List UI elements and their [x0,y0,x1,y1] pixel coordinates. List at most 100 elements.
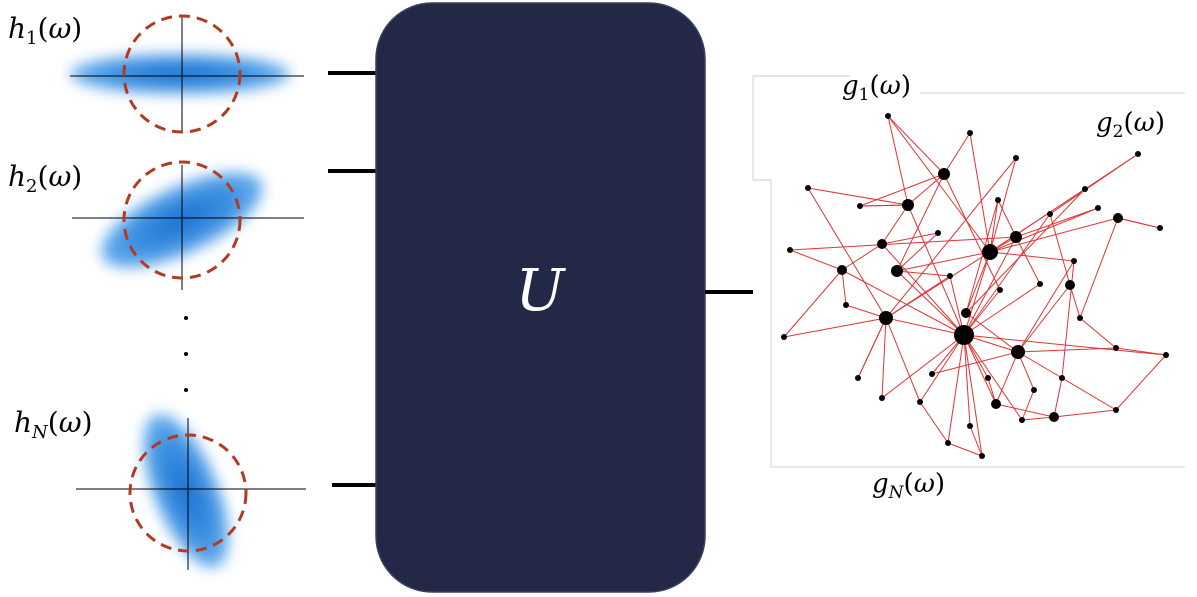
network-edge [1021,389,1035,421]
network-edge [965,312,1019,353]
network-edge [896,270,965,336]
input-state-2: h2(ω) [8,160,304,290]
network-edge [963,213,1051,336]
network-node [1095,205,1101,211]
network-node [997,287,1003,293]
network-edge [1015,207,1099,238]
network-node [1011,345,1025,359]
network-edge [783,269,843,338]
network-edge [845,304,887,319]
network-edge [841,243,883,271]
network-node [1031,387,1037,393]
network-edge [1079,217,1119,319]
network-node [787,247,793,253]
network-edge [881,243,965,336]
vertical-ellipsis [184,316,188,392]
network-node [843,302,849,308]
network-edge [1049,153,1139,215]
network-node [991,399,1001,409]
network-edge [1117,217,1161,229]
network-edge [965,251,991,314]
network-edge [1069,284,1081,319]
network-edge [989,199,999,253]
network-edge [965,188,1086,314]
vacuum-circle-1 [122,14,242,134]
network-edge [963,334,971,427]
network-edge [789,236,1017,251]
network-edge [807,187,909,206]
input-state-N: hN(ω) [14,406,306,570]
network-node [1071,258,1077,264]
network-edge [1017,260,1075,353]
network-edge [949,275,965,336]
network-node [1082,186,1088,192]
network-node [1019,417,1025,423]
network-edge [887,115,991,253]
unitary-box [375,2,706,593]
network-edge [963,251,991,336]
network-edge [859,173,945,207]
network-edge [896,270,951,277]
network-edge [885,317,921,403]
network-edge [885,275,951,319]
network-node [967,130,973,136]
network-edge [896,251,991,272]
network-edge [841,269,847,306]
network-edge [931,351,1019,375]
vacuum-circle-N [128,433,248,553]
network-node [954,325,974,345]
network-node [902,199,914,211]
label-h1: h1(ω) [8,12,82,49]
network-edge [963,334,1023,421]
network-node [995,197,1001,203]
network-node [885,113,891,119]
vacuum-circle-2 [122,160,242,280]
network-edge [896,173,945,272]
squeezed-blob-1 [70,54,290,94]
network-node [1113,345,1119,351]
network-node [879,311,893,325]
network-edge [947,442,983,457]
network-edge [1115,347,1167,356]
network-node [961,308,971,318]
network-node [1113,213,1123,223]
label-g2: g2(ω) [1096,108,1165,142]
network-node [1065,280,1075,290]
network-edge [859,204,909,207]
network-node [929,371,935,377]
network-edge [969,425,983,457]
network-edge [919,334,965,403]
network-edge [907,204,965,336]
network-edge [995,403,1055,418]
network-edge [1017,284,1071,353]
network-edge [783,317,887,338]
network-edge [1021,416,1055,421]
network-edge [989,188,1086,253]
network-node [877,239,887,249]
network-edge [885,317,965,336]
network-edge [807,187,887,319]
network-edge [1049,213,1071,286]
network-edge [1053,409,1117,418]
network-node [935,230,941,236]
network-node [967,423,973,429]
network-edge [943,132,971,175]
network-node [1077,315,1083,321]
network-node [917,399,923,405]
network-edge [947,334,965,444]
network-node [1113,407,1119,413]
network-edge [1061,377,1117,411]
network-edge [963,236,1017,336]
network-node [985,375,991,381]
network-edge [896,232,939,272]
input-state-1: h1(ω) [8,12,304,134]
network-edge [989,157,1017,253]
network-node [781,334,787,340]
network-edge [963,283,1041,336]
network-node [805,185,811,191]
network-edge [1017,347,1117,353]
network-node [1059,375,1065,381]
network-node [891,265,903,277]
